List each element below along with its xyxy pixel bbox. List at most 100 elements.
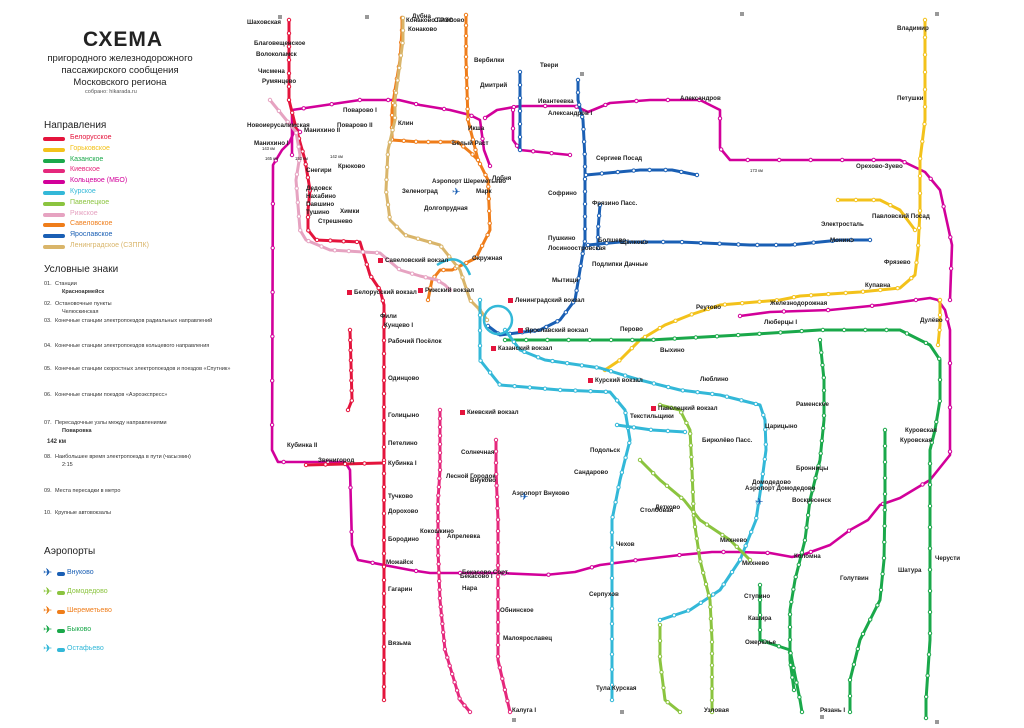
station-dot [392,103,398,108]
station-dot [381,657,387,663]
station-label-belorussky: Дорохово [388,508,418,515]
station-dot [395,78,400,83]
station-dot [441,638,447,643]
station-dot [435,510,441,515]
station-dot [920,482,925,487]
symbol-example: Челюскинская [62,309,99,315]
station-dot [604,241,609,246]
station-dot [487,221,492,226]
station-dot [761,412,766,418]
station-dot [922,52,928,57]
station-dot [657,622,663,628]
station-dot [470,152,475,157]
station-dot [387,140,392,145]
station-label-gorky: Дулёво [920,317,943,324]
station-dot [627,440,632,446]
direction-label: Рижское [70,209,98,217]
airport-item[interactable]: ✈Домодедово [43,586,133,598]
station-dot [595,245,601,251]
station-dot [381,471,387,476]
station-dot [599,171,605,176]
station-label-gorky: Железнодорожная [769,300,828,307]
station-dot [349,368,354,373]
line-Казанское [848,428,887,714]
airport-item[interactable]: ✈Внуково [43,567,133,579]
station-dot [846,528,852,533]
subtitle-line-2: пассажирского сообщения [61,65,179,76]
station-dot [808,549,813,555]
direction-item[interactable]: Ярославское [43,231,213,240]
station-dot [437,459,443,464]
station-dot [493,449,499,454]
station-dot [566,337,571,343]
airport-item[interactable]: ✈Быково [43,624,133,636]
station-label-kazan: Воскресенск [792,497,832,504]
station-dot [820,327,826,333]
airport-item[interactable]: ✈Остафьево [43,643,133,655]
station-dot [348,337,353,343]
station-dot [542,386,548,391]
station-dot [947,361,953,366]
direction-item[interactable]: Горьковское [43,145,213,154]
direction-item[interactable]: Курское [43,188,213,197]
station-label-paveletsky: Михнево [720,537,747,544]
station-dot [882,523,887,529]
station-dot [484,317,490,323]
station-dot [791,687,797,693]
station-dot [840,157,845,163]
symbol-example: 2:15 [62,462,73,468]
station-dot [637,377,642,382]
station-dot [447,254,452,259]
station-dot [270,201,276,207]
direction-item[interactable]: Ленинградское (СЗППК) [43,242,213,251]
station-dot [714,334,720,339]
direction-item[interactable]: Киевское [43,166,213,175]
station-dot [487,163,493,169]
station-dot [296,214,302,219]
station-label-belorussky: Кубинка I [388,460,417,467]
station-dot [477,297,483,303]
line-Горьковское [603,18,927,372]
symbol-number: 02. [44,301,52,307]
direction-item[interactable]: Савеловское [43,220,213,229]
station-dot [871,197,876,203]
station-dot [679,239,685,245]
station-dot [306,238,311,244]
direction-swatch [43,212,65,217]
station-dot [495,642,501,648]
station-dot [437,596,443,601]
station-dot [693,335,698,340]
direction-swatch [43,137,65,141]
station-dot [493,437,499,443]
station-dot [791,587,796,592]
station-dot [709,674,715,680]
plane-icon: ✈ [43,605,53,617]
station-dot [381,404,387,410]
station-dot [694,172,700,178]
direction-item[interactable]: Белорусское [43,134,213,143]
station-label-belorussky: Звенигород [318,457,354,464]
station-dot [923,715,929,721]
station-label: Зеленоград [402,188,438,195]
station-dot [882,459,888,465]
station-dot [349,388,354,393]
station-dot [696,547,701,553]
station-label-ring: Поварово II [337,122,373,129]
station-dot [381,591,387,596]
station-label-kursk: Чехов [616,541,635,548]
direction-item[interactable]: Кольцевое (МБО) [43,177,213,186]
station-dot [438,604,443,609]
station-dot [737,557,743,562]
station-dot [596,224,601,229]
station-dot [709,698,715,703]
direction-item[interactable]: Казанское [43,156,213,165]
plane-icon: ✈ [43,586,53,598]
station-dot [777,157,782,163]
direction-item[interactable]: Рижское [43,209,213,219]
direction-item[interactable]: Павелецкое [43,199,213,208]
station-dot [689,312,694,317]
airport-item[interactable]: ✈Шереметьево [43,605,133,617]
station-dot [790,675,795,680]
station-dot [747,557,753,563]
